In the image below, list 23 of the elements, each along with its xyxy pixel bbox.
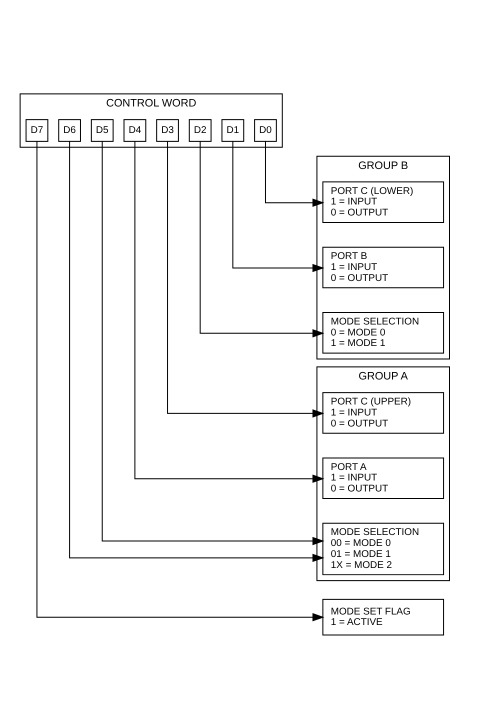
arrow (167, 140, 324, 418)
arrow (232, 140, 324, 272)
arrow (69, 140, 324, 562)
node-box: D2 (188, 118, 212, 142)
node-box: PORT C (UPPER) 1 = INPUT 0 = OUTPUT (322, 392, 444, 434)
node-box: D1 (221, 118, 244, 142)
arrow (264, 140, 324, 206)
node-box: D7 (26, 118, 48, 142)
node-box: D6 (58, 118, 81, 142)
arrow (102, 140, 324, 545)
node-box: PORT C (LOWER) 1 = INPUT 0 = OUTPUT (322, 180, 444, 222)
node-box: MODE SET FLAG 1 = ACTIVE (322, 598, 444, 636)
arrow (134, 140, 324, 482)
node-box: PORT A 1 = INPUT 0 = OUTPUT (322, 456, 444, 498)
arrow (200, 140, 324, 337)
node-box: D0 (254, 118, 277, 142)
node-box: D5 (90, 118, 114, 142)
node-box: MODE SELECTION 0 = MODE 0 1 = MODE 1 (322, 312, 444, 354)
node-box: D3 (156, 118, 179, 142)
node-box: MODE SELECTION 00 = MODE 0 01 = MODE 1 1X = MODE 2 (322, 522, 444, 575)
node-box: PORT B 1 = INPUT 0 = OUTPUT (322, 246, 444, 288)
arrow (36, 140, 324, 621)
node-box: D4 (124, 118, 146, 142)
